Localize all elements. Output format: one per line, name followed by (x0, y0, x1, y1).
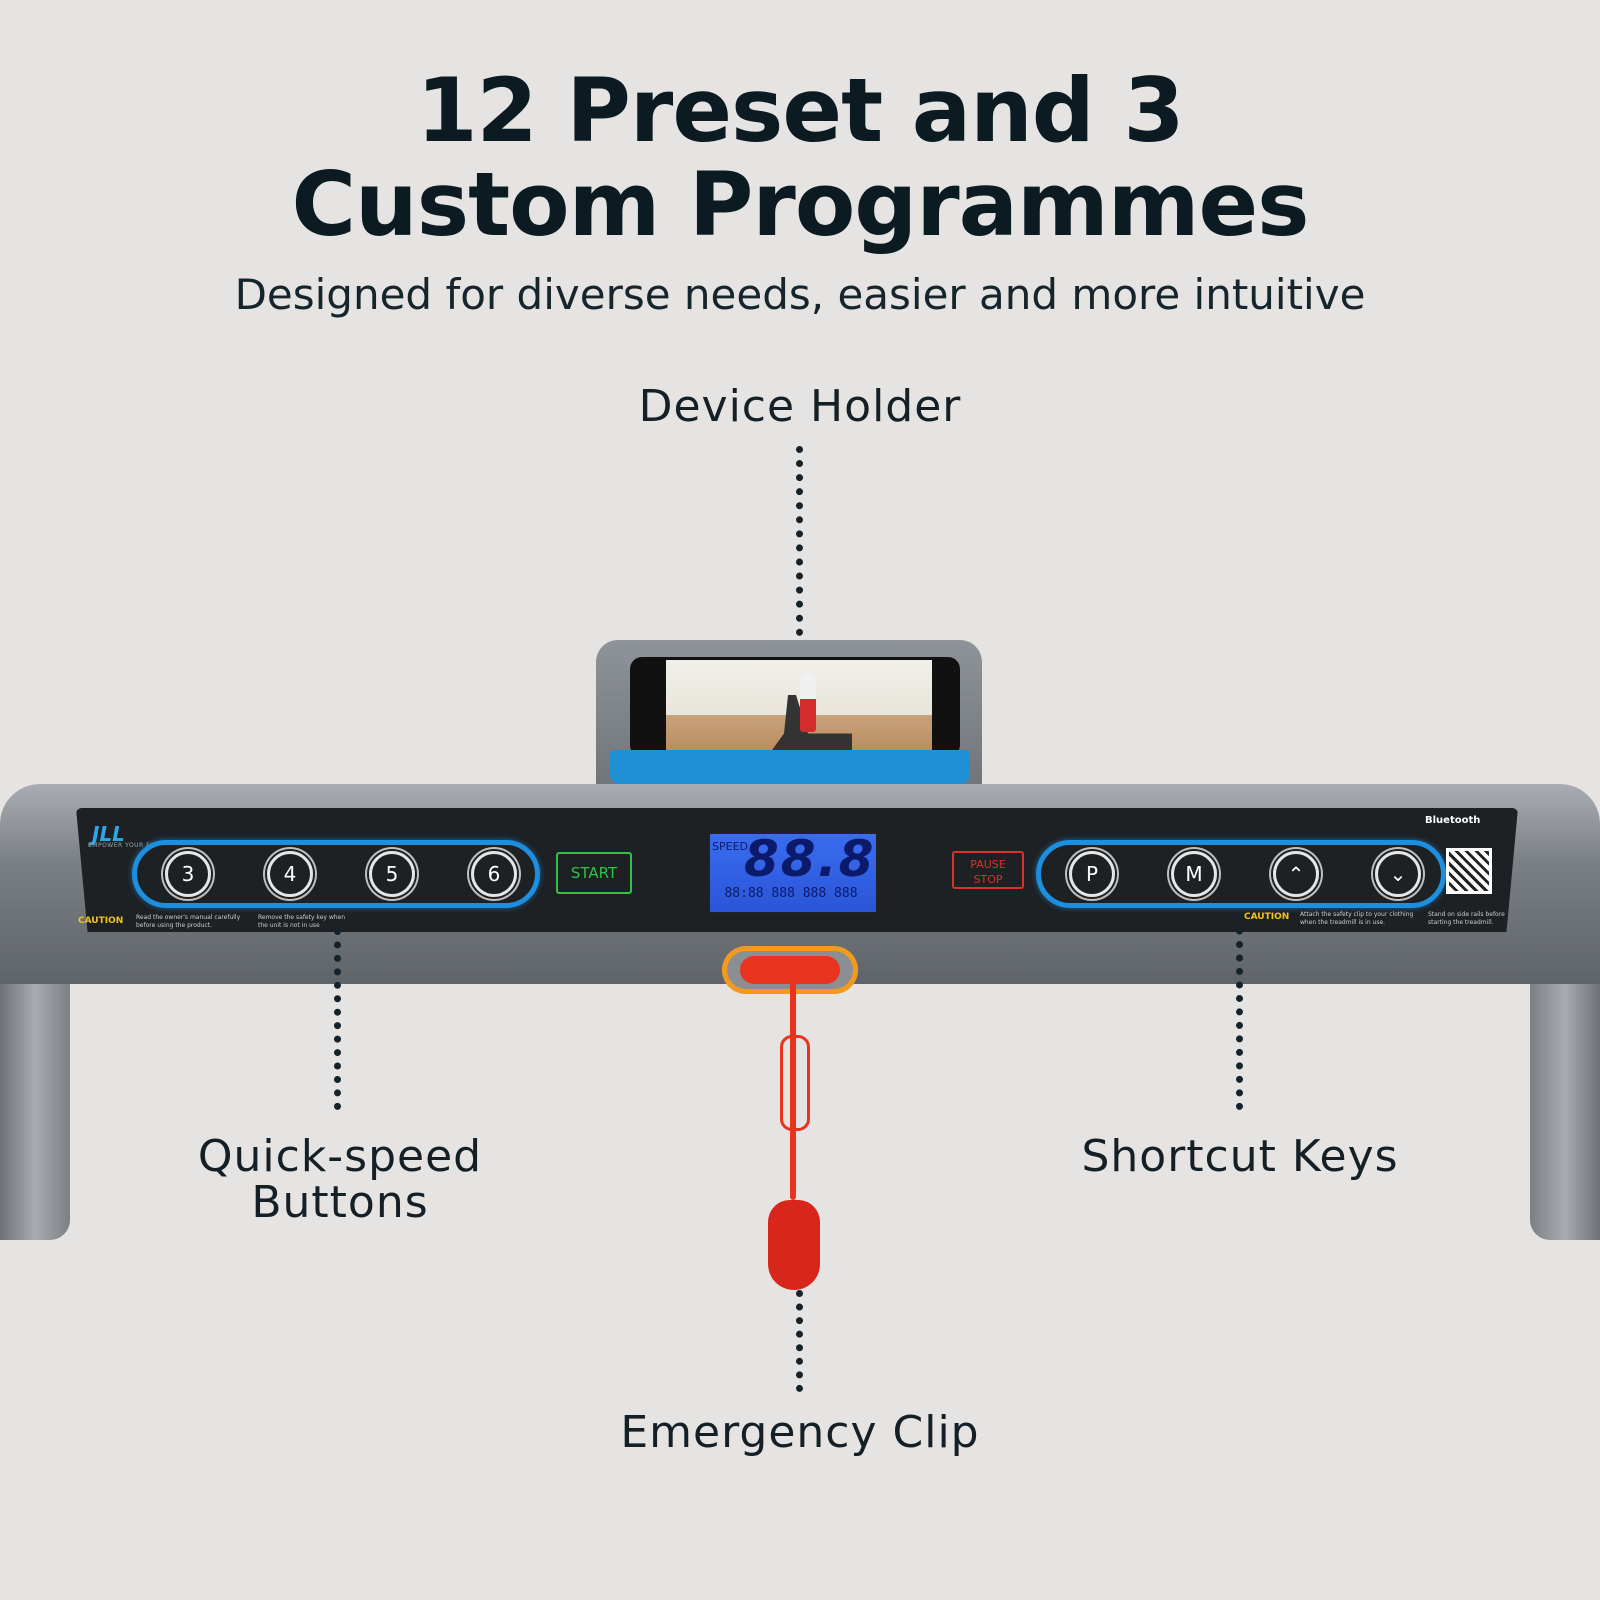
speed-down-button[interactable]: ⌄ (1375, 851, 1421, 897)
program-button[interactable]: P (1069, 851, 1115, 897)
callout-quick-speed: Quick-speed Buttons (160, 1134, 520, 1226)
safety-cord (790, 970, 796, 1200)
lcd-display (708, 832, 878, 914)
caution-label-left: CAUTION (78, 916, 124, 926)
caution-note-right-1: Attach the safety clip to your clothing … (1300, 911, 1414, 926)
callout-leader-shortcut-keys (1236, 914, 1243, 1110)
shortcut-group (1036, 840, 1446, 908)
speed-4-button[interactable]: 4 (267, 851, 313, 897)
lcd-speed-label: SPEED (712, 840, 748, 853)
speed-5-button[interactable]: 5 (369, 851, 415, 897)
quick-speed-group (132, 840, 540, 908)
callout-emergency-clip: Emergency Clip (620, 1407, 980, 1458)
caution-note-left-2: Remove the safety key when the unit is n… (258, 914, 346, 929)
callout-quick-speed-line-2: Buttons (251, 1177, 429, 1228)
caution-note-right-2: Stand on side rails before starting the … (1428, 911, 1505, 926)
pause-stop-button[interactable]: PAUSE STOP (952, 851, 1024, 889)
device-tray (610, 750, 970, 784)
caution-label-right: CAUTION (1244, 912, 1290, 922)
lcd-speed-digits: 88.8 (744, 830, 876, 888)
callout-device-holder: Device Holder (638, 381, 962, 432)
speed-6-button[interactable]: 6 (471, 851, 517, 897)
callout-quick-speed-line-1: Quick-speed (197, 1131, 483, 1182)
speed-3-button[interactable]: 3 (165, 851, 211, 897)
mode-button[interactable]: M (1171, 851, 1217, 897)
emergency-clip[interactable] (768, 1200, 820, 1290)
safety-cord-coil (780, 1035, 810, 1131)
pause-label: PAUSE (970, 858, 1006, 871)
brand-logo: JLL (92, 822, 125, 846)
lcd-secondary-row: 88:88 888 888 888 (724, 886, 858, 901)
callout-leader-emergency-clip (796, 1290, 803, 1392)
start-button[interactable]: START (556, 852, 632, 894)
stop-label: STOP (973, 873, 1003, 886)
callout-shortcut-keys: Shortcut Keys (1081, 1131, 1399, 1182)
subtitle: Designed for diverse needs, easier and m… (234, 270, 1366, 319)
callout-leader-quick-speed (334, 928, 341, 1110)
brand-tagline: EMPOWER YOUR FIT (88, 842, 157, 849)
page-title: 12 Preset and 3 Custom Programmes (0, 64, 1600, 252)
screen-runner-image (800, 672, 816, 732)
callout-leader-device-holder (796, 446, 803, 650)
speed-up-button[interactable]: ⌃ (1273, 851, 1319, 897)
bluetooth-label: Bluetooth (1425, 815, 1481, 826)
caution-note-left-1: Read the owner's manual carefully before… (136, 914, 241, 929)
qr-code (1446, 848, 1492, 894)
title-line-2: Custom Programmes (291, 153, 1309, 256)
title-line-1: 12 Preset and 3 (416, 59, 1184, 162)
